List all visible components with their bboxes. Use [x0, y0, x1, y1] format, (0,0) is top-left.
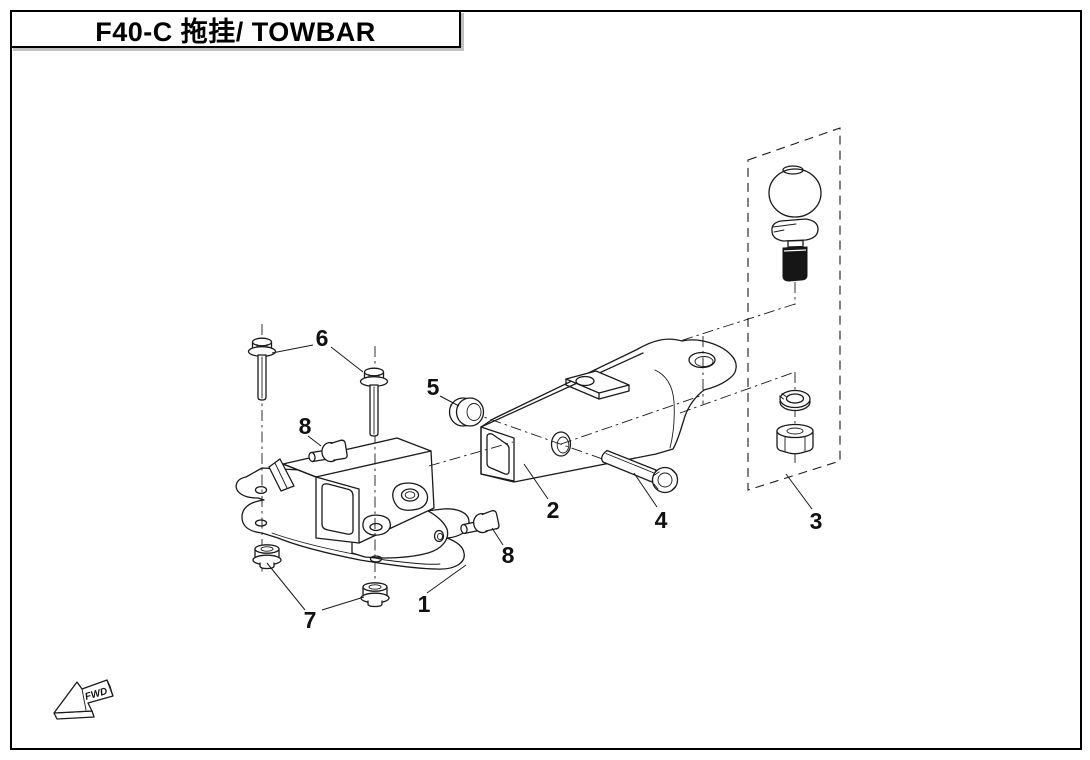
- callout-4: 4: [655, 507, 668, 533]
- callout-7: 7: [304, 607, 317, 633]
- receiver-opening: [321, 483, 354, 535]
- ball-kit-boundary-dashed: [747, 127, 841, 491]
- callout-leaders: [266, 344, 813, 611]
- ball-collar: [771, 218, 819, 242]
- callout-2: 2: [547, 497, 560, 523]
- flange-nut-drawing: [252, 544, 282, 570]
- lock-washer-drawing: [779, 389, 811, 412]
- callout-3: 3: [810, 508, 823, 534]
- flange-nut-drawing: [360, 582, 390, 608]
- arm-cross-hole: [550, 431, 572, 457]
- callout-6: 6: [316, 325, 329, 351]
- bracket-side-hole: [433, 529, 445, 543]
- arm-tube-opening: [486, 433, 510, 475]
- arm-tab-hole: [575, 375, 595, 387]
- plate-edge-line: [271, 532, 441, 565]
- flange-bolt-drawing: [359, 367, 389, 437]
- callout-8-upper: 8: [299, 413, 312, 439]
- bracket-lobe-and-tab: [362, 482, 429, 536]
- ball-threaded-stud: [782, 246, 808, 282]
- callout-5: 5: [427, 374, 440, 400]
- page-border: [10, 10, 1082, 750]
- ball-mount-hole: [688, 351, 716, 369]
- title-block: F40-C 拖挂/ TOWBAR: [10, 10, 461, 48]
- page-title: F40-C 拖挂/ TOWBAR: [95, 16, 376, 47]
- small-bolt-drawing: [308, 439, 348, 463]
- callout-1: 1: [418, 591, 431, 617]
- small-bolt-drawing: [460, 510, 500, 535]
- hitch-bolt-drawing: [601, 449, 679, 494]
- hitch-ball-drawing: [768, 165, 822, 282]
- flange-bolt-drawing: [247, 337, 277, 401]
- bracket-bolt-hole: [369, 555, 383, 563]
- callout-8-lower: 8: [502, 542, 515, 568]
- bracket-wing: [268, 458, 295, 492]
- hex-nut-drawing: [776, 423, 814, 455]
- plug-grommet-drawing: [448, 397, 485, 427]
- towbar-arm-drawing: [480, 338, 737, 483]
- bracket-bolt-hole: [254, 519, 268, 527]
- fwd-arrow: FWD: [53, 679, 114, 720]
- receiver-tube-drawing: [282, 437, 435, 544]
- bracket-ear-hole: [254, 485, 268, 495]
